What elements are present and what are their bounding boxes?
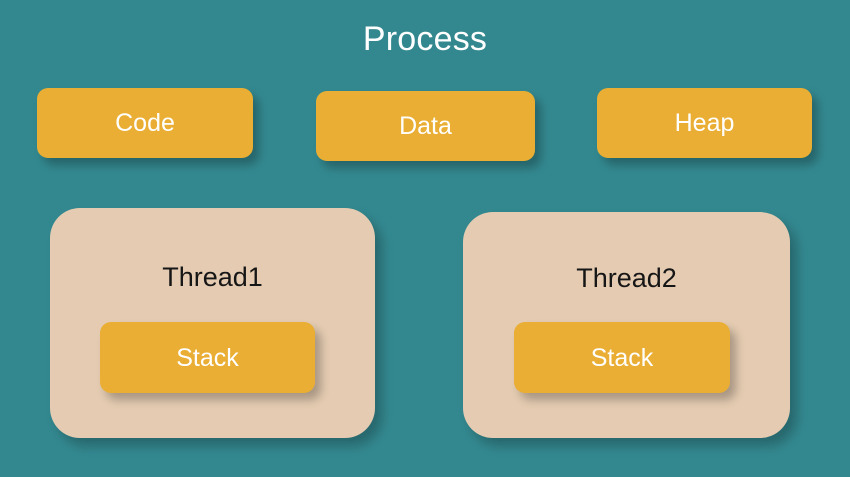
segment-label-heap: Heap — [674, 109, 735, 137]
stack-label-thread1: Stack — [176, 343, 239, 372]
segment-box-data: Data — [316, 91, 535, 161]
stack-box-thread1: Stack — [100, 322, 315, 393]
segment-label-data: Data — [399, 112, 452, 140]
thread-panel-thread1: Thread1 Stack — [50, 208, 375, 438]
segment-label-code: Code — [115, 109, 175, 137]
thread-panel-thread2: Thread2 Stack — [463, 212, 790, 438]
page-title: Process — [362, 20, 488, 58]
segment-box-code: Code — [37, 88, 253, 158]
stack-box-thread2: Stack — [514, 322, 730, 393]
thread-title-thread1: Thread1 — [162, 262, 263, 292]
stack-label-thread2: Stack — [590, 343, 654, 372]
segment-box-heap: Heap — [597, 88, 812, 158]
thread-title-thread2: Thread2 — [576, 263, 677, 293]
